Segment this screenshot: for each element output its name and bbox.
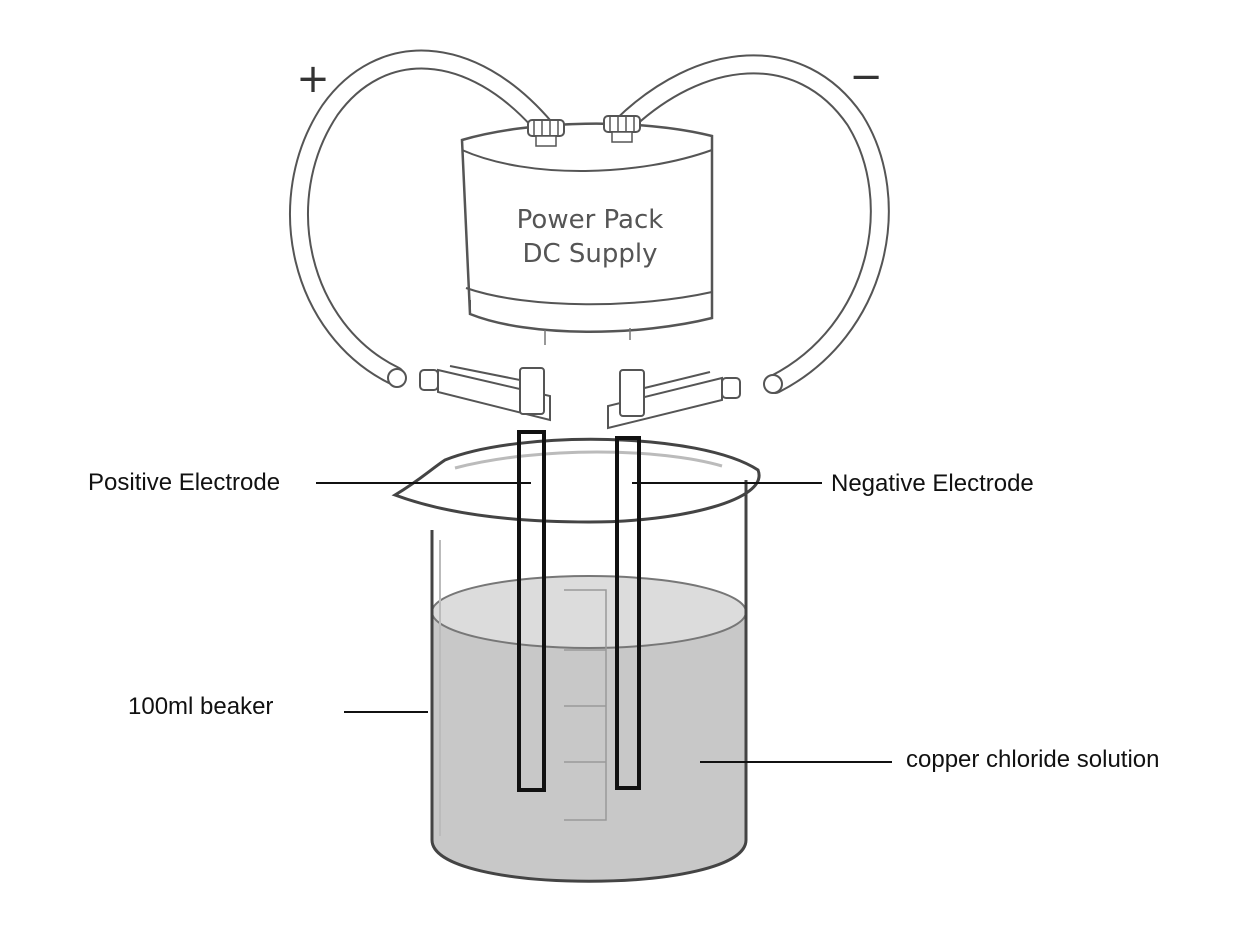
positive-wire	[289, 49, 555, 386]
positive-terminal	[527, 119, 565, 147]
solution-label: copper chloride solution	[906, 746, 1160, 773]
negative-sign: −	[849, 54, 883, 100]
negative-electrode-label: Negative Electrode	[831, 470, 1034, 497]
beaker-label: 100ml beaker	[128, 693, 273, 720]
graduation-marks	[564, 589, 607, 821]
positive-electrode	[517, 430, 546, 792]
negative-electrode	[615, 436, 641, 790]
negative-clip	[607, 369, 783, 430]
positive-sign: +	[296, 56, 330, 102]
power-pack-label-line1: Power Pack	[517, 205, 664, 235]
power-pack-label-line2: DC Supply	[522, 239, 657, 269]
beaker	[391, 437, 761, 883]
positive-clip	[387, 365, 551, 422]
positive-electrode-label: Positive Electrode	[88, 469, 280, 496]
power-pack: Power Pack DC Supply	[460, 115, 714, 345]
negative-wire	[612, 54, 890, 394]
copper-chloride-solution	[432, 580, 746, 882]
negative-terminal	[603, 115, 641, 143]
